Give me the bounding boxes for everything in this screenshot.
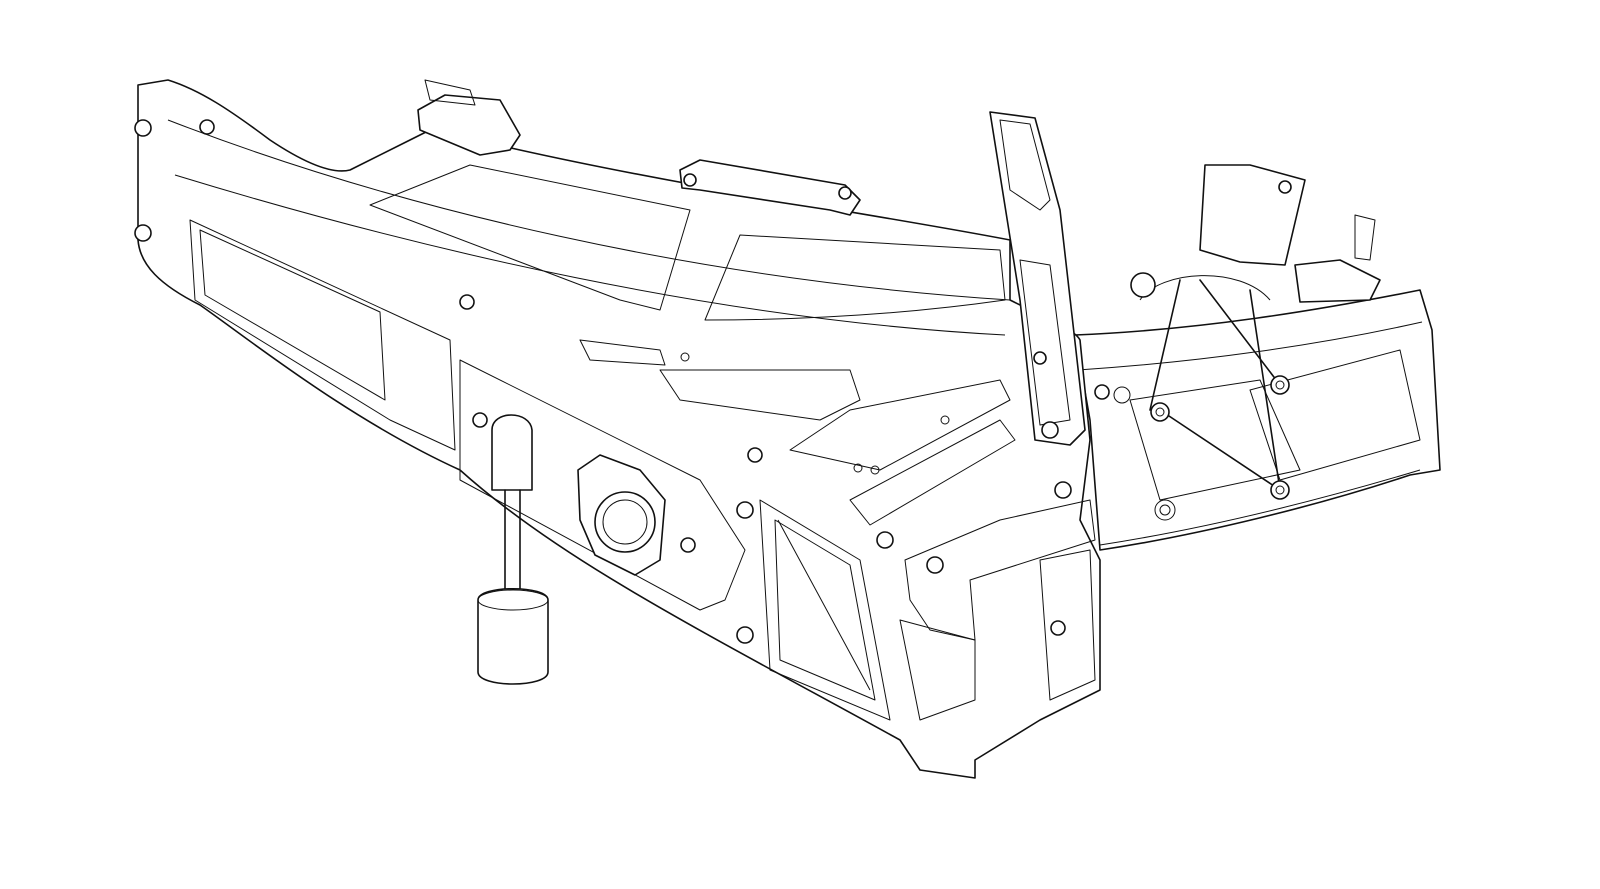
upright-bar [989, 111, 1086, 446]
right-wing-plate [1074, 289, 1441, 551]
top-bracket [417, 79, 861, 216]
linkage-arm [1130, 164, 1381, 500]
round-connector [577, 454, 666, 576]
support-post [477, 414, 549, 685]
main-frame [137, 79, 1101, 779]
bolts [134, 119, 1110, 644]
